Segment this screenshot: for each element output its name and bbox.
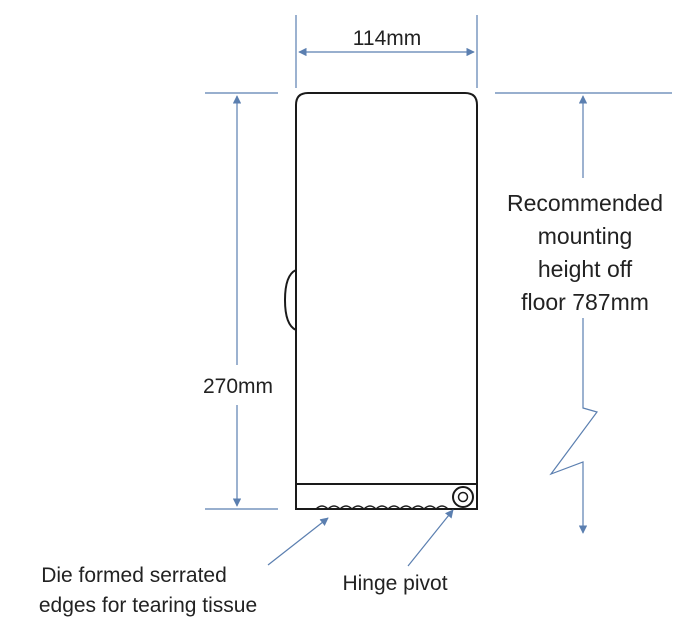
hinge-label: Hinge pivot: [342, 572, 447, 595]
mounting-label-line-4: floor 787mm: [521, 289, 649, 315]
extension-lines: [205, 15, 672, 510]
height-label: 270mm: [203, 375, 273, 398]
mounting-label-line-1: Recommended: [507, 190, 663, 216]
serrated-label-line-1: Die formed serrated: [41, 564, 227, 587]
dispenser-body: [283, 92, 478, 511]
hinge-pivot-inner: [457, 491, 469, 503]
serrated-label-line-2: edges for tearing tissue: [39, 594, 257, 617]
mounting-label-line-2: mounting: [538, 223, 633, 249]
mounting-break-line: [549, 318, 598, 534]
width-label: 114mm: [353, 27, 421, 50]
dispenser-outline: [295, 92, 478, 510]
serrated-edge: [315, 505, 449, 511]
hinge-leader-arrow: [407, 509, 454, 567]
serrated-leader-arrow: [267, 517, 329, 566]
mounting-label-line-3: height off: [538, 256, 633, 282]
dispenser-side-latch: [283, 269, 297, 331]
